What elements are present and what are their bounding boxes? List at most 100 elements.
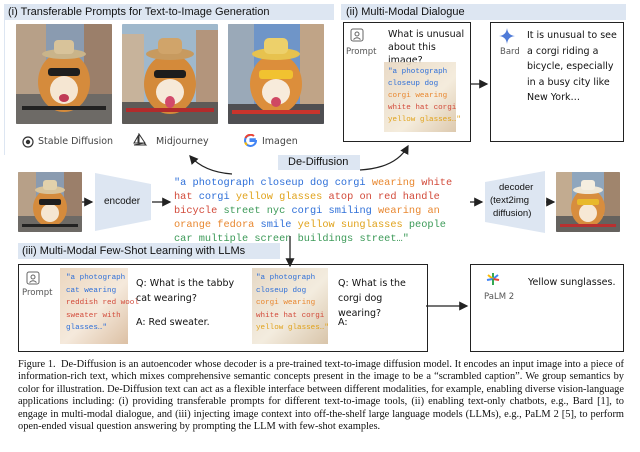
caption-word: smiling xyxy=(328,205,372,217)
panel-iii-header xyxy=(18,243,280,259)
midjourney-label: Midjourney xyxy=(156,136,209,147)
figure-caption: Figure 1. De-Diffusion is an autoencoder… xyxy=(18,359,624,433)
caption-word: dog xyxy=(309,177,329,189)
overlay-line: closeup dog xyxy=(388,80,439,88)
de-diffusion-title: De-Diffusion xyxy=(288,156,349,168)
overlay-line: reddish red wool xyxy=(66,299,139,307)
stable-diffusion-image xyxy=(16,24,112,124)
overlay-line: yellow glasses…" xyxy=(388,116,461,124)
dialogue-prompt-label: Prompt xyxy=(346,47,377,57)
caption-word: multiple xyxy=(198,233,249,245)
imagen-label: Imagen xyxy=(262,136,298,147)
bard-label: Bard xyxy=(500,47,520,57)
input-image xyxy=(18,172,82,232)
overlay-line: cat wearing xyxy=(66,286,117,295)
caption-word: nyc xyxy=(266,205,286,217)
cat-image-overlay xyxy=(60,268,128,344)
figure-label: Figure 1. xyxy=(18,359,56,370)
bard-response-box xyxy=(490,22,624,142)
de-diffusion-caption: "a photograph closeup dog corgi wearing … xyxy=(174,176,470,246)
reconstructed-image xyxy=(556,172,620,232)
caption-word: corgi xyxy=(198,191,230,203)
decoder-label-2: (text2img xyxy=(490,195,530,206)
fewshot-answer-2: A: xyxy=(338,317,348,328)
fewshot-question-2: Q: What is the corgi dog wearing? xyxy=(338,278,406,319)
caption-word: handle xyxy=(402,191,440,203)
caption-word: orange xyxy=(174,219,212,231)
palm-answer: Yellow sunglasses. xyxy=(528,277,616,288)
fewshot-question-1: Q: What is the tabby cat wearing? xyxy=(136,278,235,304)
de-diffusion-header xyxy=(278,155,360,170)
caption-word: an xyxy=(427,205,440,217)
caption-word: car xyxy=(174,233,193,245)
overlay-line: "a photograph xyxy=(66,274,126,282)
bard-icon xyxy=(499,28,515,44)
caption-word: sunglasses xyxy=(340,219,403,231)
caption-word: red xyxy=(378,191,397,203)
corgi-overlay-text: "a photograph closeup dog corgi wearing whi… xyxy=(256,272,329,335)
bard-answer: It is unusual to see a corgi riding a bi… xyxy=(527,30,617,103)
panel-ii-title: (ii) Multi-Modal Dialogue xyxy=(346,6,465,18)
overlay-line: closeup dog xyxy=(256,286,307,295)
dialogue-overlay-text: "a photograph closeup dog corgi wearing whi… xyxy=(388,66,461,126)
overlay-line: corgi wearing xyxy=(256,299,316,307)
midjourney-image xyxy=(122,24,218,124)
fewshot-prompt-label: Prompt xyxy=(22,288,53,298)
overlay-line: white hat corgi xyxy=(256,311,325,320)
overlay-line: glasses…" xyxy=(66,324,108,332)
caption-word: smile xyxy=(260,219,292,231)
caption-word: wearing xyxy=(371,177,416,189)
corgi-image-overlay xyxy=(252,268,328,344)
caption-word: street…" xyxy=(359,233,409,245)
caption-word: fedora xyxy=(217,219,255,231)
user-icon xyxy=(350,28,364,42)
stable-diffusion-label: Stable Diffusion xyxy=(38,136,114,147)
overlay-line: white hat corgi xyxy=(388,104,457,112)
caption-word: atop xyxy=(328,191,354,203)
caption-word: hat xyxy=(174,191,193,203)
cat-overlay-text: "a photograph cat wearing reddish red wool… xyxy=(66,272,139,335)
panel-i-frame xyxy=(4,20,335,155)
decoder-label-3: diffusion) xyxy=(493,208,532,219)
caption-word: photograph xyxy=(192,177,255,189)
encoder-block xyxy=(95,173,151,231)
palm-icon xyxy=(486,272,500,286)
caption-word: "a xyxy=(174,177,187,189)
decoder-block xyxy=(485,171,545,233)
fewshot-user-icon xyxy=(26,271,40,285)
palm-label: PaLM 2 xyxy=(484,292,515,302)
panel-iii-title: (iii) Multi-Modal Few-Shot Learning with… xyxy=(22,245,246,257)
midjourney-icon xyxy=(132,132,148,147)
caption-word: yellow xyxy=(235,191,273,203)
caption-word: yellow xyxy=(297,219,335,231)
caption-word: glasses xyxy=(279,191,323,203)
fewshot-answer-1: A: Red sweater. xyxy=(136,317,210,328)
overlay-line: yellow glasses…" xyxy=(256,324,329,332)
caption-word: wearing xyxy=(378,205,422,217)
caption-word: buildings xyxy=(297,233,354,245)
dialogue-image-overlay xyxy=(384,62,456,132)
overlay-line: "a photograph xyxy=(256,274,316,282)
caption-word: screen xyxy=(254,233,292,245)
caption-word: closeup xyxy=(260,177,304,189)
caption-word: corgi xyxy=(291,205,323,217)
caption-word: people xyxy=(408,219,446,231)
panel-i-header xyxy=(4,4,334,20)
stable-diffusion-icon xyxy=(22,135,34,148)
dialogue-question: What is unusual about this image? xyxy=(388,29,465,66)
caption-word: corgi xyxy=(334,177,366,189)
google-icon xyxy=(244,133,258,147)
caption-word: white xyxy=(421,177,453,189)
caption-word: on xyxy=(359,191,372,203)
overlay-line: corgi wearing xyxy=(388,92,448,100)
decoder-label-1: decoder xyxy=(499,182,534,193)
caption-word: street xyxy=(223,205,261,217)
encoder-label: encoder xyxy=(104,196,141,207)
caption-word: bicycle xyxy=(174,205,218,217)
figure-caption-text: De-Diffusion is an autoencoder whose dec… xyxy=(18,359,624,433)
imagen-image xyxy=(228,24,324,124)
panel-ii-header xyxy=(341,4,626,20)
panel-i-title: (i) Transferable Prompts for Text-to-Ima… xyxy=(8,6,270,18)
overlay-line: "a photograph xyxy=(388,68,448,76)
